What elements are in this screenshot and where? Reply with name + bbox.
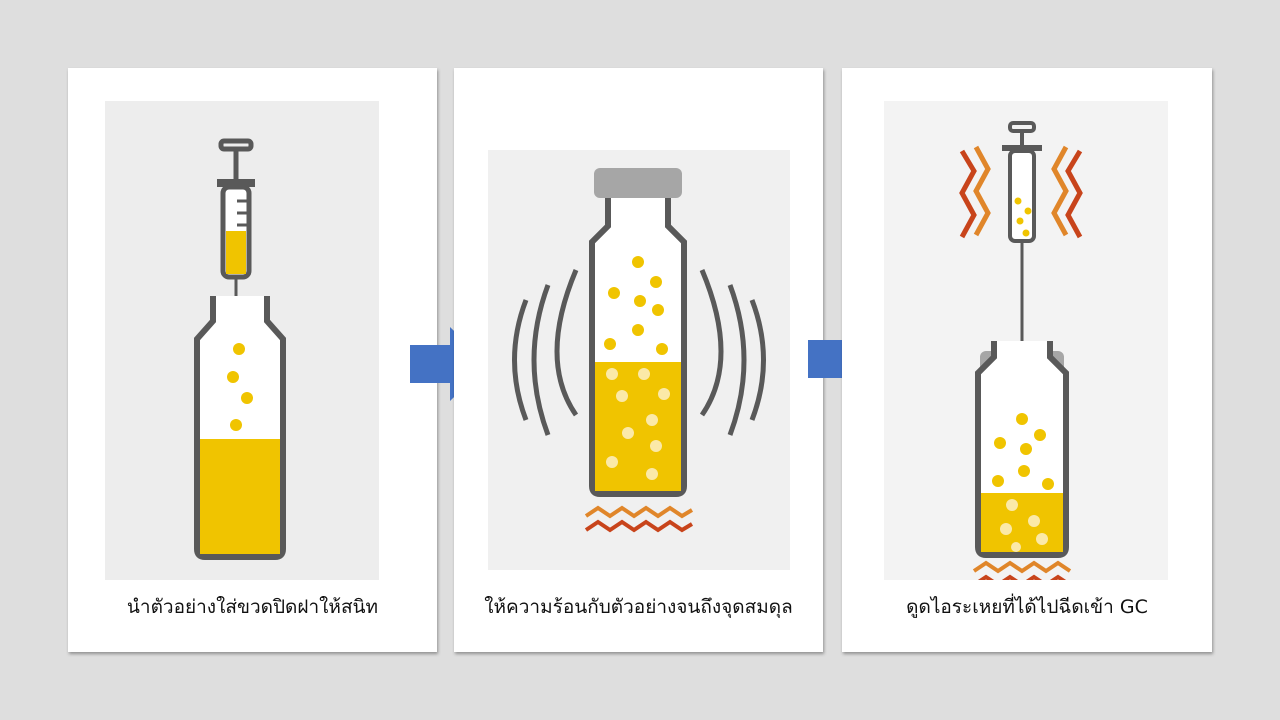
step-1-card: นำตัวอย่างใส่ขวดปิดฝาให้สนิท [68, 68, 437, 652]
step-2-card: ให้ความร้อนกับตัวอย่างจนถึงจุดสมดุล [454, 68, 823, 652]
syringe-sampling-headspace-icon [884, 101, 1168, 580]
syringe-filling-vial-icon [105, 101, 379, 580]
step-3-card: ดูดไอระเหยที่ได้ไปฉีดเข้า GC [842, 68, 1212, 652]
step-3-caption: ดูดไอระเหยที่ได้ไปฉีดเข้า GC [906, 596, 1148, 618]
step-1-caption: นำตัวอย่างใส่ขวดปิดฝาให้สนิท [126, 596, 379, 618]
step-2-caption: ให้ความร้อนกับตัวอย่างจนถึงจุดสมดุล [484, 596, 793, 618]
heated-shaking-vial-icon [488, 150, 790, 570]
